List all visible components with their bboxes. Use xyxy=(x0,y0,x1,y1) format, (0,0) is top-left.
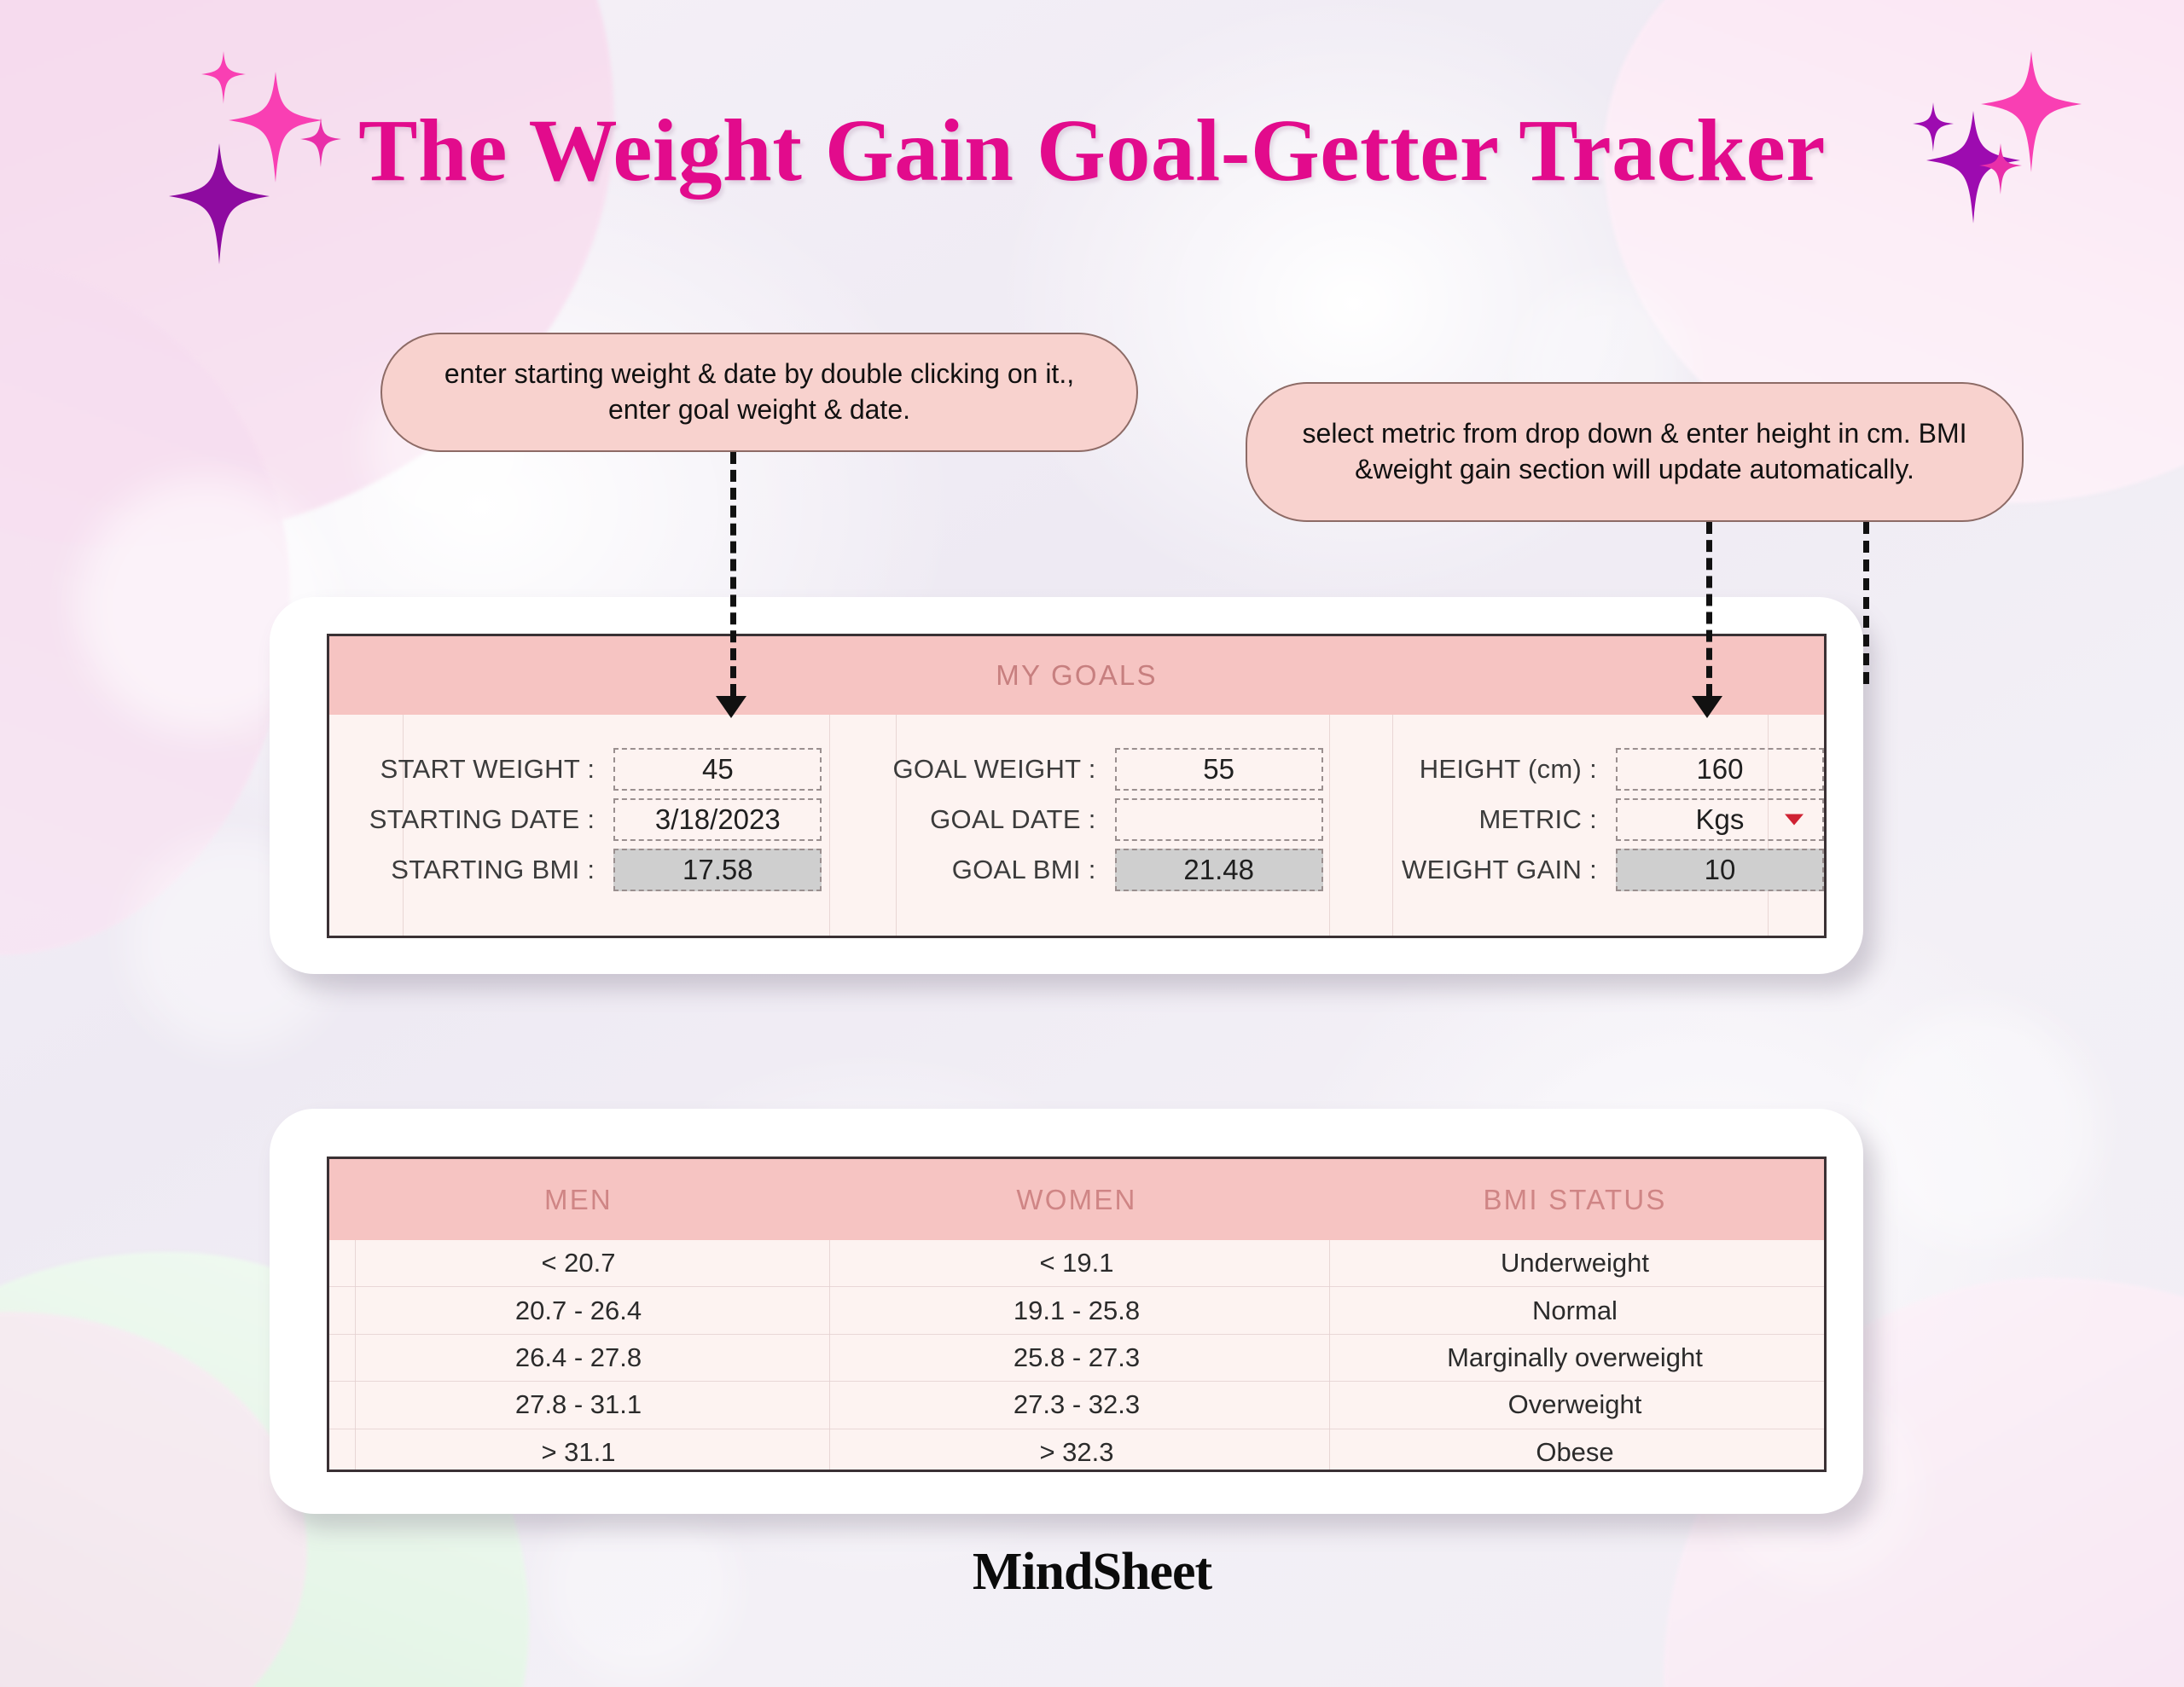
sparkle-icon xyxy=(1913,102,1954,152)
table-row: < 20.7 < 19.1 Underweight xyxy=(329,1240,1824,1288)
bmi-table-body: < 20.7 < 19.1 Underweight 20.7 - 26.4 19… xyxy=(329,1240,1824,1470)
chevron-down-icon[interactable] xyxy=(1784,814,1804,825)
bmi-cell-women: 19.1 - 25.8 xyxy=(1013,1295,1141,1325)
table-row: > 31.1 > 32.3 Obese xyxy=(329,1429,1824,1470)
field-label: GOAL DATE : xyxy=(930,803,1096,834)
bmi-header-women: WOMEN xyxy=(1016,1183,1137,1215)
goals-column-goal: GOAL WEIGHT : 55 GOAL DATE : GOAL BMI : … xyxy=(822,744,1323,895)
page-title: The Weight Gain Goal-Getter Tracker xyxy=(358,101,1826,200)
callout-start-weight: enter starting weight & date by double c… xyxy=(380,333,1138,452)
bmi-status-sheet: MEN WOMEN BMI STATUS < 20.7 < 19.1 Under… xyxy=(327,1157,1827,1472)
field-label: METRIC : xyxy=(1478,803,1597,834)
bmi-header-status: BMI STATUS xyxy=(1483,1183,1667,1215)
bmi-cell-status: Overweight xyxy=(1507,1389,1642,1420)
callout-text: select metric from drop down & enter hei… xyxy=(1302,418,1967,484)
field-label: GOAL BMI : xyxy=(951,854,1096,884)
bokeh-circle xyxy=(546,1493,734,1680)
bmi-cell-status: Underweight xyxy=(1500,1248,1650,1278)
height-input[interactable]: 160 xyxy=(1615,747,1824,791)
bmi-cell-status: Normal xyxy=(1532,1295,1618,1325)
bmi-cell-status: Marginally overweight xyxy=(1447,1342,1703,1372)
field-row-metric: METRIC : Kgs xyxy=(1332,794,1824,844)
field-label: STARTING DATE : xyxy=(369,803,595,834)
my-goals-header-label: MY GOALS xyxy=(996,659,1158,691)
bmi-cell-men: 27.8 - 31.1 xyxy=(514,1389,642,1420)
sparkle-icon xyxy=(201,51,246,104)
field-row-start-weight: START WEIGHT : 45 xyxy=(329,744,822,794)
field-row-goal-date: GOAL DATE : xyxy=(830,794,1323,844)
field-row-goal-bmi: GOAL BMI : 21.48 xyxy=(830,844,1323,895)
bmi-cell-men: > 31.1 xyxy=(541,1436,616,1467)
bmi-cell-status: Obese xyxy=(1536,1436,1614,1467)
sparkle-icon xyxy=(1926,111,2020,223)
bokeh-circle xyxy=(1860,1006,2099,1245)
goals-column-metric: HEIGHT (cm) : 160 METRIC : Kgs WEIGHT GA… xyxy=(1323,744,1824,895)
bmi-status-card: MEN WOMEN BMI STATUS < 20.7 < 19.1 Under… xyxy=(270,1109,1863,1514)
sparkle-icon xyxy=(169,143,270,264)
bmi-cell-men: 26.4 - 27.8 xyxy=(514,1342,642,1372)
my-goals-card: MY GOALS START WEIGHT : 45 STARTING DATE… xyxy=(270,597,1863,974)
field-label: STARTING BMI : xyxy=(391,854,595,884)
callout-text: enter starting weight & date by double c… xyxy=(444,358,1075,425)
field-row-weight-gain: WEIGHT GAIN : 10 xyxy=(1332,844,1824,895)
bmi-cell-women: < 19.1 xyxy=(1039,1248,1114,1278)
my-goals-header: MY GOALS xyxy=(329,636,1824,715)
sparkle-icon xyxy=(300,118,341,167)
weight-gain-value: 10 xyxy=(1615,848,1824,891)
starting-bmi-value: 17.58 xyxy=(613,848,822,891)
goals-column-start: START WEIGHT : 45 STARTING DATE : 3/18/2… xyxy=(329,744,822,895)
table-row: 27.8 - 31.1 27.3 - 32.3 Overweight xyxy=(329,1382,1824,1429)
my-goals-fields: START WEIGHT : 45 STARTING DATE : 3/18/2… xyxy=(329,744,1824,895)
bmi-cell-women: 25.8 - 27.3 xyxy=(1013,1342,1141,1372)
field-row-height: HEIGHT (cm) : 160 xyxy=(1332,744,1824,794)
table-row: 20.7 - 26.4 19.1 - 25.8 Normal xyxy=(329,1287,1824,1335)
bmi-header-men: MEN xyxy=(544,1183,613,1215)
bmi-cell-women: > 32.3 xyxy=(1039,1436,1114,1467)
bmi-table-header: MEN WOMEN BMI STATUS xyxy=(329,1159,1824,1240)
goal-weight-input[interactable]: 55 xyxy=(1114,747,1323,791)
my-goals-sheet: MY GOALS START WEIGHT : 45 STARTING DATE… xyxy=(327,634,1827,938)
table-row: 26.4 - 27.8 25.8 - 27.3 Marginally overw… xyxy=(329,1335,1824,1383)
sparkle-icon xyxy=(1981,51,2082,172)
start-weight-input[interactable]: 45 xyxy=(613,747,822,791)
field-label: WEIGHT GAIN : xyxy=(1402,854,1597,884)
metric-dropdown[interactable]: Kgs xyxy=(1615,797,1824,841)
field-row-starting-date: STARTING DATE : 3/18/2023 xyxy=(329,794,822,844)
field-label: GOAL WEIGHT : xyxy=(892,753,1096,784)
field-label: HEIGHT (cm) : xyxy=(1419,753,1597,784)
field-row-starting-bmi: STARTING BMI : 17.58 xyxy=(329,844,822,895)
bmi-cell-men: 20.7 - 26.4 xyxy=(514,1295,642,1325)
bmi-cell-women: 27.3 - 32.3 xyxy=(1013,1389,1141,1420)
field-label: START WEIGHT : xyxy=(380,753,595,784)
my-goals-body: START WEIGHT : 45 STARTING DATE : 3/18/2… xyxy=(329,715,1824,936)
goal-date-input[interactable] xyxy=(1114,797,1323,841)
sparkle-icon xyxy=(1979,143,2022,194)
sparkle-icon xyxy=(229,72,322,183)
brand-logo: MindSheet xyxy=(972,1543,1212,1601)
starting-date-input[interactable]: 3/18/2023 xyxy=(613,797,822,841)
callout-metric-height: select metric from drop down & enter hei… xyxy=(1246,382,2024,522)
bmi-cell-men: < 20.7 xyxy=(541,1248,616,1278)
metric-dropdown-value: Kgs xyxy=(1695,803,1745,835)
goal-bmi-value: 21.48 xyxy=(1114,848,1323,891)
field-row-goal-weight: GOAL WEIGHT : 55 xyxy=(830,744,1323,794)
